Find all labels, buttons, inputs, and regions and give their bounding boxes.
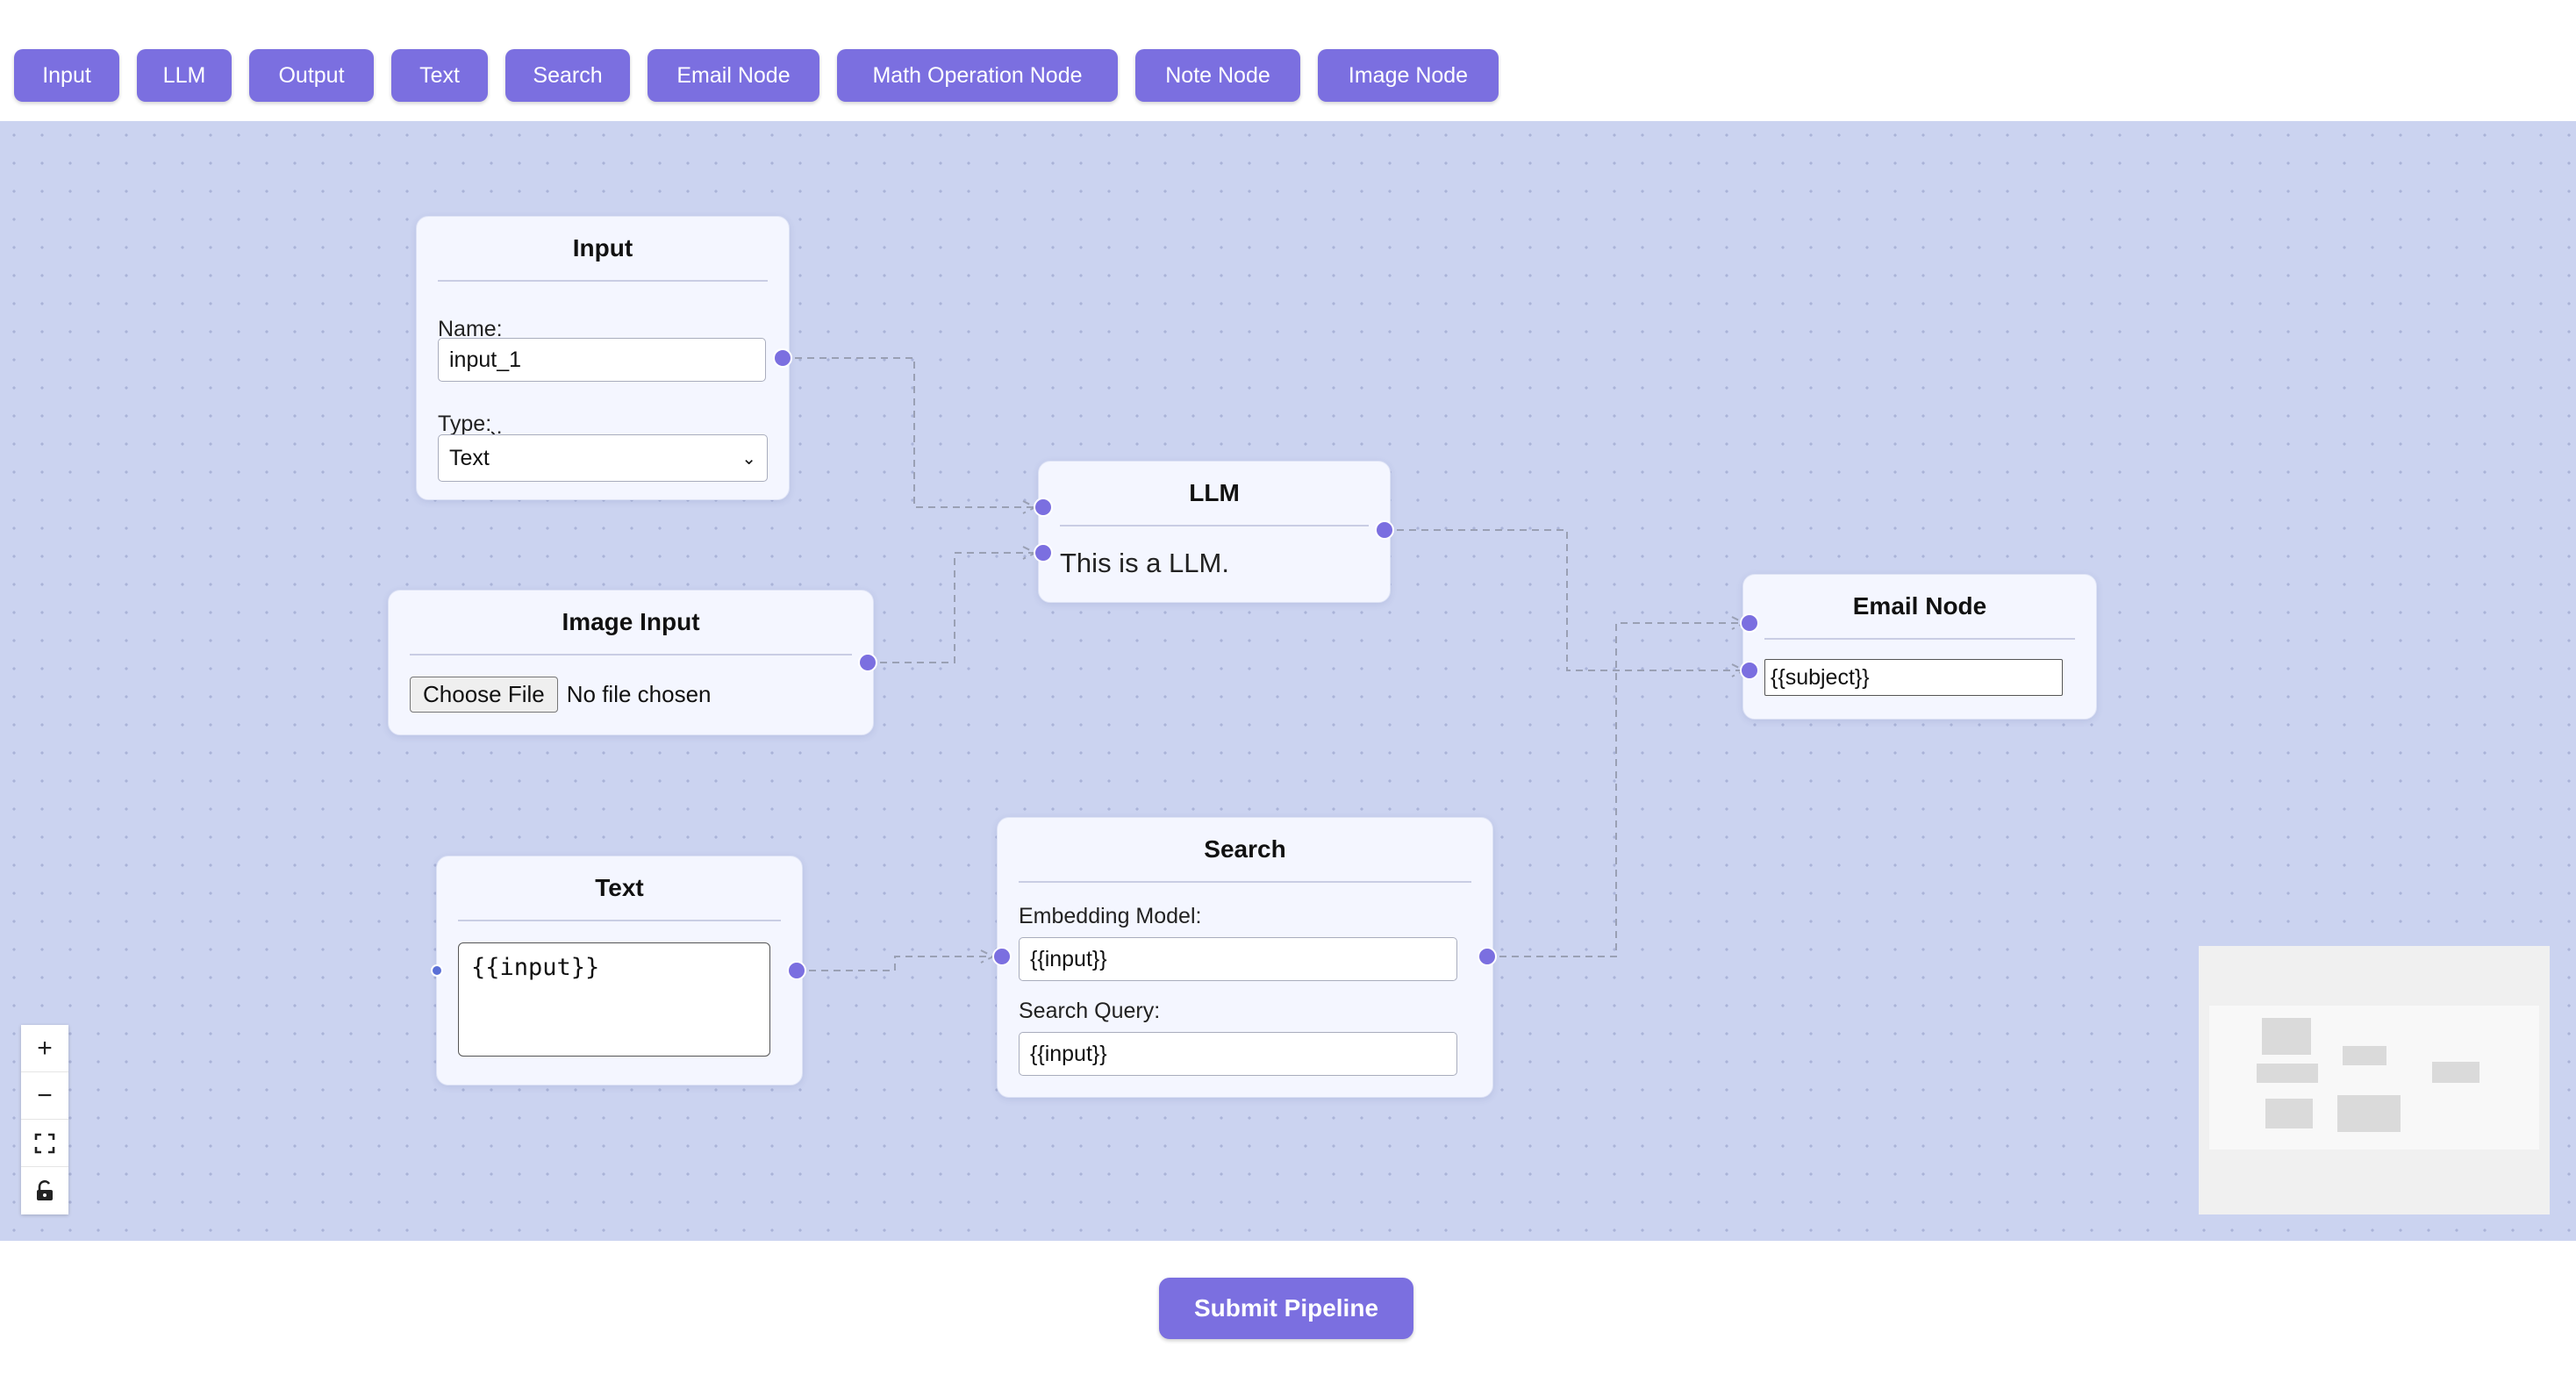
node-title: Input xyxy=(438,217,768,282)
text-node-input-handle[interactable] xyxy=(431,964,443,977)
node-title: Text xyxy=(458,856,781,921)
type-select-value: Text xyxy=(449,445,490,470)
lock-icon xyxy=(37,1180,53,1200)
email-input-handle-1[interactable] xyxy=(1740,613,1759,633)
toolbar-text-button[interactable]: Text xyxy=(391,49,488,102)
minimap-node xyxy=(2262,1018,2311,1055)
lock-button[interactable] xyxy=(21,1167,68,1214)
toolbar-image-node-button[interactable]: Image Node xyxy=(1318,49,1499,102)
search-query-field[interactable]: {{input}} xyxy=(1019,1032,1457,1076)
zoom-in-button[interactable]: + xyxy=(21,1025,68,1072)
node-title: Search xyxy=(1019,818,1471,883)
text-node[interactable]: Text {{input}} xyxy=(436,856,803,1085)
text-node-textarea[interactable]: {{input}} xyxy=(458,942,770,1057)
llm-input-handle-2[interactable] xyxy=(1034,543,1053,562)
edge-llm-to-email xyxy=(1385,529,1744,671)
file-status: No file chosen xyxy=(566,681,712,707)
edge-layer xyxy=(783,357,1747,971)
fit-view-icon xyxy=(34,1133,55,1153)
minimap-node xyxy=(2337,1095,2401,1132)
llm-input-handle-1[interactable] xyxy=(1034,498,1053,517)
search-output-handle[interactable] xyxy=(1478,947,1497,966)
minimap-node xyxy=(2265,1099,2313,1128)
node-title: LLM xyxy=(1060,462,1369,527)
input-type-select[interactable]: Text ⌄ xyxy=(438,434,768,482)
file-picker: Choose File No file chosen xyxy=(410,677,712,713)
llm-node[interactable]: LLM This is a LLM. xyxy=(1038,461,1391,603)
image-input-node[interactable]: Image Input Choose File No file chosen xyxy=(388,590,874,735)
name-label: Name: xyxy=(438,317,503,341)
edge-search-to-email xyxy=(1487,622,1744,957)
toolbar-output-button[interactable]: Output xyxy=(249,49,374,102)
canvas-controls: + − xyxy=(21,1025,68,1214)
minimap[interactable] xyxy=(2199,946,2550,1214)
node-title: Email Node xyxy=(1764,575,2075,640)
input-node-output-handle[interactable] xyxy=(773,348,792,368)
text-node-output-handle[interactable] xyxy=(787,961,806,980)
llm-output-handle[interactable] xyxy=(1375,520,1394,540)
minimap-node xyxy=(2343,1046,2386,1065)
image-input-output-handle[interactable] xyxy=(858,653,877,672)
footer: Submit Pipeline xyxy=(0,1241,2576,1397)
embedding-model-label: Embedding Model: xyxy=(1019,904,1202,928)
fit-view-button[interactable] xyxy=(21,1120,68,1167)
toolbar-note-node-button[interactable]: Note Node xyxy=(1135,49,1300,102)
minimap-node xyxy=(2432,1062,2479,1083)
edge-text-to-search xyxy=(797,956,993,971)
node-title: Image Input xyxy=(410,591,852,656)
toolbar-search-button[interactable]: Search xyxy=(505,49,630,102)
embedding-model-field[interactable]: {{input}} xyxy=(1019,937,1457,981)
zoom-out-button[interactable]: − xyxy=(21,1072,68,1120)
toolbar-llm-button[interactable]: LLM xyxy=(137,49,232,102)
edge-input-to-llm xyxy=(783,357,1035,508)
edge-image-to-llm xyxy=(868,552,1035,663)
search-node[interactable]: Search Embedding Model: {{input}} Search… xyxy=(997,817,1493,1098)
email-subject-field[interactable]: {{subject}} xyxy=(1764,659,2063,696)
email-input-handle-2[interactable] xyxy=(1740,661,1759,680)
llm-description: This is a LLM. xyxy=(1060,548,1229,578)
toolbar-input-button[interactable]: Input xyxy=(14,49,119,102)
toolbar-email-node-button[interactable]: Email Node xyxy=(648,49,819,102)
type-label: Type: xyxy=(438,412,492,437)
node-toolbar: Input LLM Output Text Search Email Node … xyxy=(0,0,2576,121)
input-name-field[interactable]: input_1 xyxy=(438,338,766,382)
input-node[interactable]: Input Name: Name: input_1 Type: Text ⌄ xyxy=(416,216,790,500)
pipeline-canvas[interactable]: Input Name: Name: input_1 Type: Text ⌄ L… xyxy=(0,121,2576,1241)
search-query-label: Search Query: xyxy=(1019,999,1161,1023)
minimap-node xyxy=(2257,1064,2318,1083)
choose-file-button[interactable]: Choose File xyxy=(410,677,558,713)
submit-pipeline-button[interactable]: Submit Pipeline xyxy=(1159,1278,1413,1339)
email-node[interactable]: Email Node {{subject}} xyxy=(1742,574,2097,720)
search-input-handle[interactable] xyxy=(992,947,1012,966)
toolbar-math-operation-node-button[interactable]: Math Operation Node xyxy=(837,49,1118,102)
chevron-down-icon: ⌄ xyxy=(741,448,756,469)
